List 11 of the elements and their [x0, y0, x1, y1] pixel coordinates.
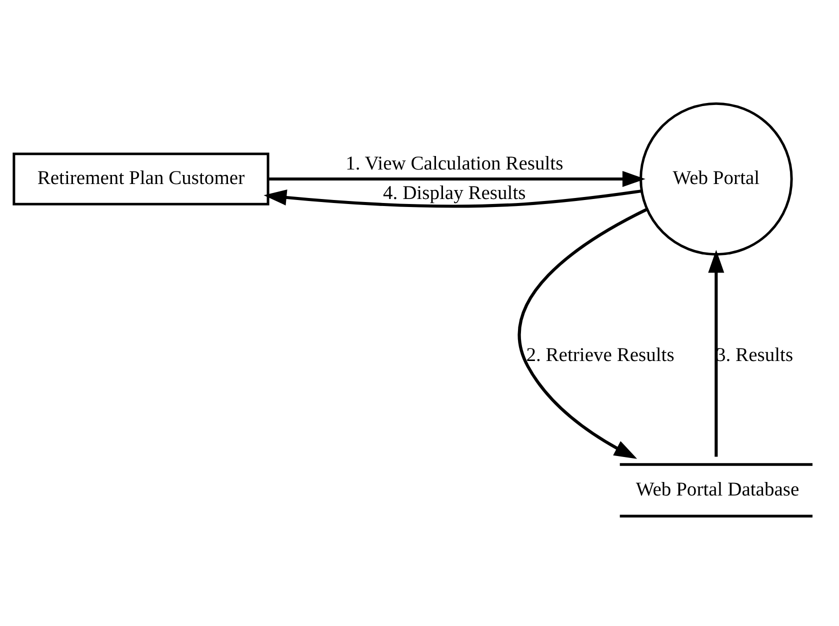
node-circle: Web Portal — [640, 102, 793, 256]
edge-label: 4. Display Results — [383, 182, 526, 204]
node-text: Web Portal Database — [636, 479, 800, 500]
arrow — [268, 170, 646, 187]
edge-label: 1. View Calculation Results — [346, 153, 564, 174]
node-box: Retirement Plan Customer — [12, 152, 270, 206]
edge-label: 2. Retrieve Results — [526, 344, 674, 366]
arrow — [518, 208, 648, 459]
arrow — [264, 189, 642, 208]
edge-label: 3. Results — [716, 344, 794, 366]
arrow — [708, 250, 724, 457]
